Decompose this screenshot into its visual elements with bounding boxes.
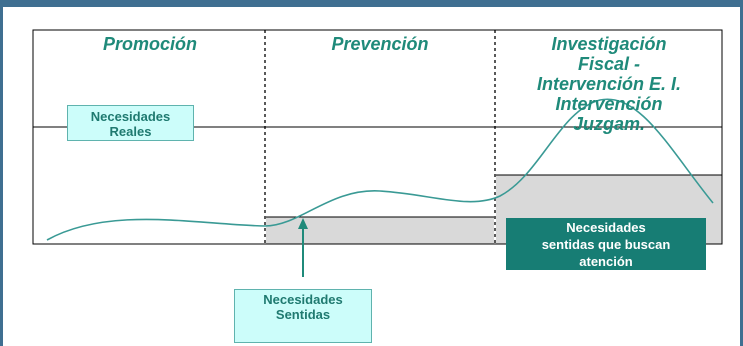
investigacion-line-4: Intervención <box>555 94 663 114</box>
necesidades-reales-line-2: Reales <box>109 124 152 139</box>
section-title-investigacion: Investigación Fiscal - Intervención E. I… <box>500 34 718 134</box>
necesidades-sentidas-box: Necesidades Sentidas <box>234 289 372 343</box>
section-title-prevencion: Prevención <box>331 34 429 54</box>
needs-curve <box>46 98 714 241</box>
top-frame-bar <box>0 0 743 7</box>
right-frame-bar <box>740 0 743 346</box>
necesidades-buscan-line-2: sentidas que buscan <box>541 237 671 252</box>
necesidades-buscan-line-1: Necesidades <box>566 220 646 235</box>
arrow-head <box>298 218 308 229</box>
investigacion-line-3: Intervención E. I. <box>536 74 682 94</box>
necesidades-sentidas-line-1: Necesidades <box>263 292 343 307</box>
grey-band-prevencion <box>266 217 494 244</box>
necesidades-sentidas-line-2: Sentidas <box>275 307 331 322</box>
investigacion-line-1: Investigación <box>551 34 667 54</box>
section-title-promocion: Promoción <box>102 34 197 54</box>
necesidades-reales-line-1: Necesidades <box>90 109 171 124</box>
diagram-outline <box>32 29 723 245</box>
left-frame-bar <box>0 0 3 346</box>
investigacion-line-5: Juzgam. <box>572 114 646 134</box>
necesidades-buscan-box: Necesidades sentidas que buscan atención <box>506 218 706 270</box>
necesidades-reales-box: Necesidades Reales <box>67 105 194 141</box>
investigacion-line-2: Fiscal - <box>577 54 641 74</box>
necesidades-buscan-line-3: atención <box>579 254 633 269</box>
